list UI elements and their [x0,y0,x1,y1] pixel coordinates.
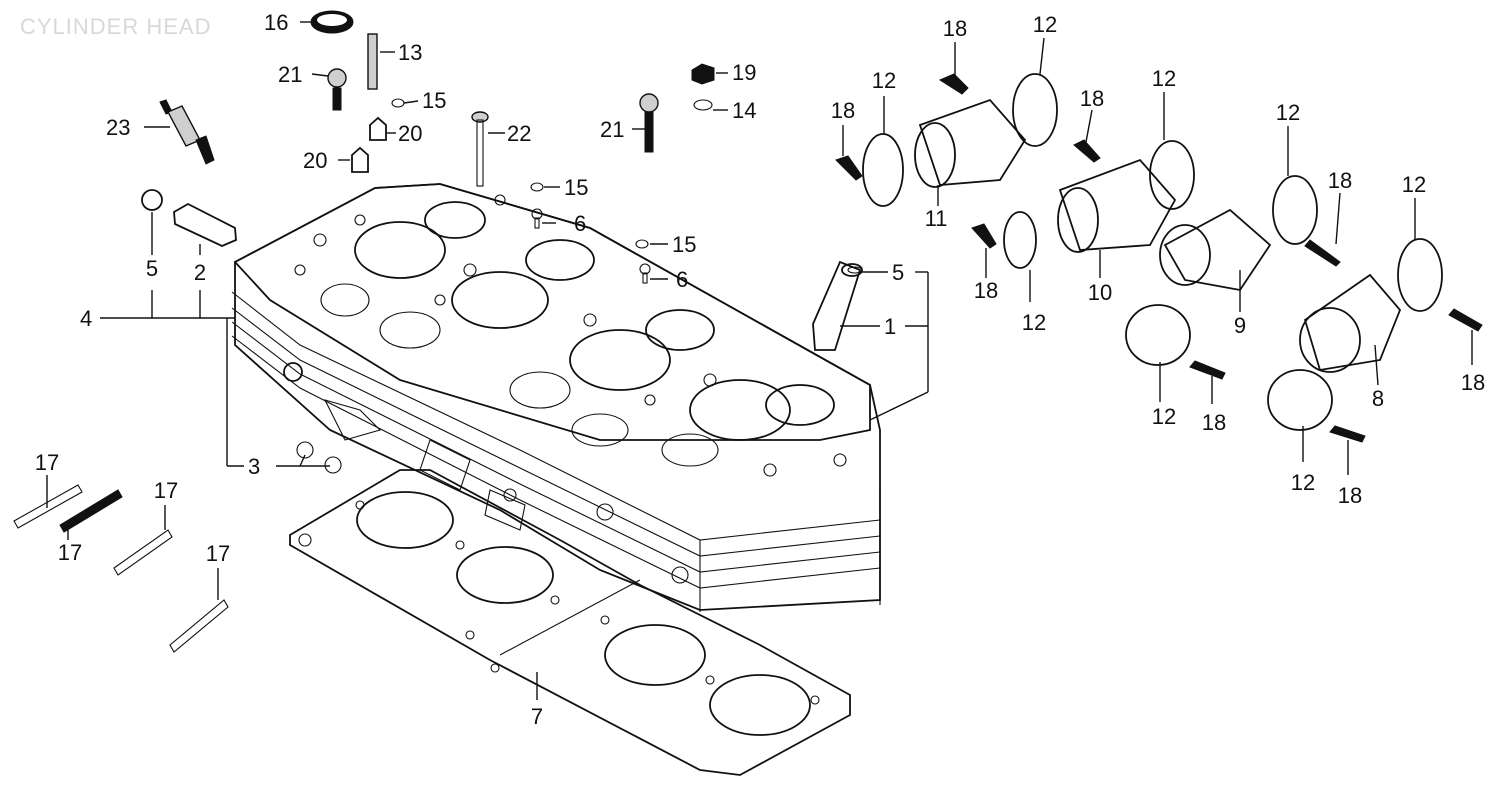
part-label-13: 13 [398,40,423,65]
part-label-6: 6 [676,267,689,292]
part-label-4: 4 [80,306,93,331]
part-label-21: 21 [278,62,303,87]
part-label-12: 12 [1032,12,1058,37]
part-label-23: 23 [106,115,131,140]
part-label-18: 18 [973,278,999,303]
part-label-15: 15 [422,88,447,113]
part-label-15: 15 [564,175,589,200]
part-label-18: 18 [1201,410,1227,435]
part-label-12: 12 [871,68,897,93]
part-label-12: 12 [1290,470,1316,495]
part-label-12: 12 [1151,66,1177,91]
part-label-18: 18 [830,98,856,123]
part-label-10: 10 [1087,280,1113,305]
part-label-18: 18 [1337,483,1363,508]
part-label-3: 3 [248,454,261,479]
part-label-21: 21 [600,117,625,142]
part-label-12: 12 [1021,310,1047,335]
part-label-18: 18 [1460,370,1486,395]
part-label-17: 17 [153,478,179,503]
part-label-12: 12 [1401,172,1427,197]
small-parts [13,10,863,653]
part-label-11: 11 [924,206,948,231]
part-label-9: 9 [1233,313,1247,338]
part-label-17: 17 [57,540,83,565]
head-gasket [289,469,851,776]
part-label-20: 20 [398,121,423,146]
part-label-5: 5 [892,260,905,285]
part-label-18: 18 [1079,86,1105,111]
diagram-title: CYLINDER HEAD [20,14,212,39]
part-label-5: 5 [145,256,159,281]
part-label-18: 18 [1327,168,1353,193]
part-label-12: 12 [1275,100,1301,125]
part-label-19: 19 [732,60,757,85]
part-label-2: 2 [193,260,207,285]
part-label-17: 17 [205,541,231,566]
part-label-18: 18 [942,16,968,41]
part-label-12: 12 [1151,404,1177,429]
part-label-1: 1 [884,314,897,339]
part-label-22: 22 [507,121,532,146]
part-label-16: 16 [264,10,289,35]
part-label-6: 6 [574,211,587,236]
leader-lines [46,21,1473,700]
part-label-7: 7 [530,704,544,729]
part-label-15: 15 [672,232,697,257]
cylinder-head [231,183,881,612]
part-label-20: 20 [303,148,328,173]
part-label-17: 17 [34,450,60,475]
intake-assembly [835,73,1483,443]
part-label-14: 14 [732,98,757,123]
part-label-8: 8 [1371,386,1385,411]
